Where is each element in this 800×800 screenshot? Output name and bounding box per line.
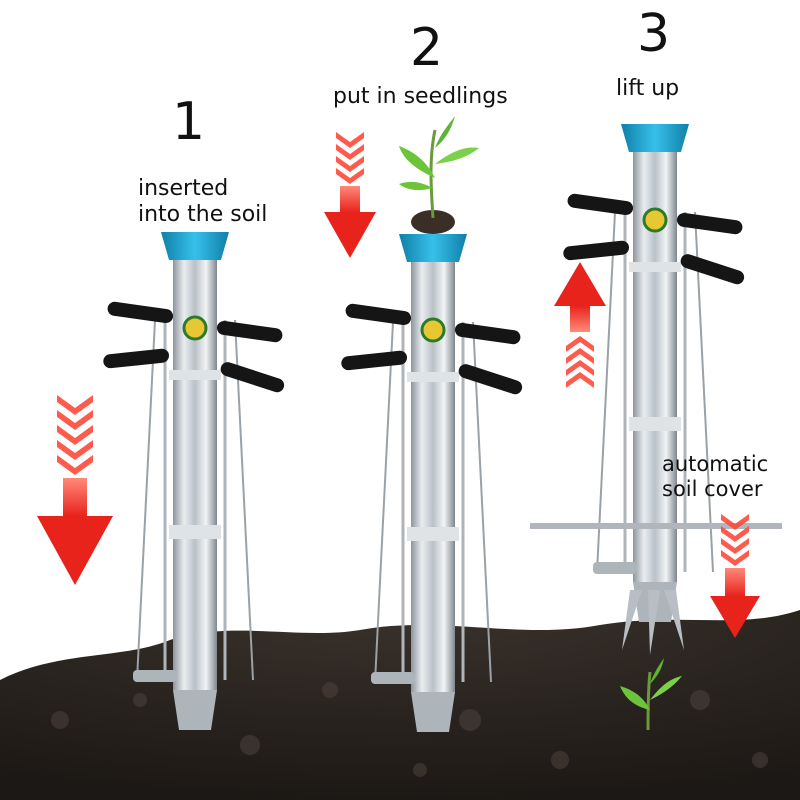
annotation-line1: automatic	[662, 452, 769, 476]
down-arrow-icon	[324, 132, 376, 258]
annotation-line2: soil cover	[662, 477, 763, 501]
step-1-caption-line1: inserted	[138, 176, 229, 201]
step-3-number: 3	[637, 4, 671, 64]
step-1-number: 1	[172, 92, 206, 152]
foot-bar	[530, 523, 782, 529]
step-1-caption-line2: into the soil	[138, 202, 268, 227]
down-arrow-icon	[710, 514, 760, 638]
step-2-caption: put in seedlings	[333, 84, 508, 109]
soil-ground	[0, 610, 800, 800]
seedling-icon	[620, 658, 682, 731]
open-jaws	[622, 590, 684, 655]
down-arrow-icon	[37, 395, 113, 585]
seedling-icon	[399, 116, 479, 234]
step-3-caption: lift up	[616, 76, 680, 101]
step-2-number: 2	[410, 18, 444, 78]
up-arrow-icon	[554, 262, 606, 388]
